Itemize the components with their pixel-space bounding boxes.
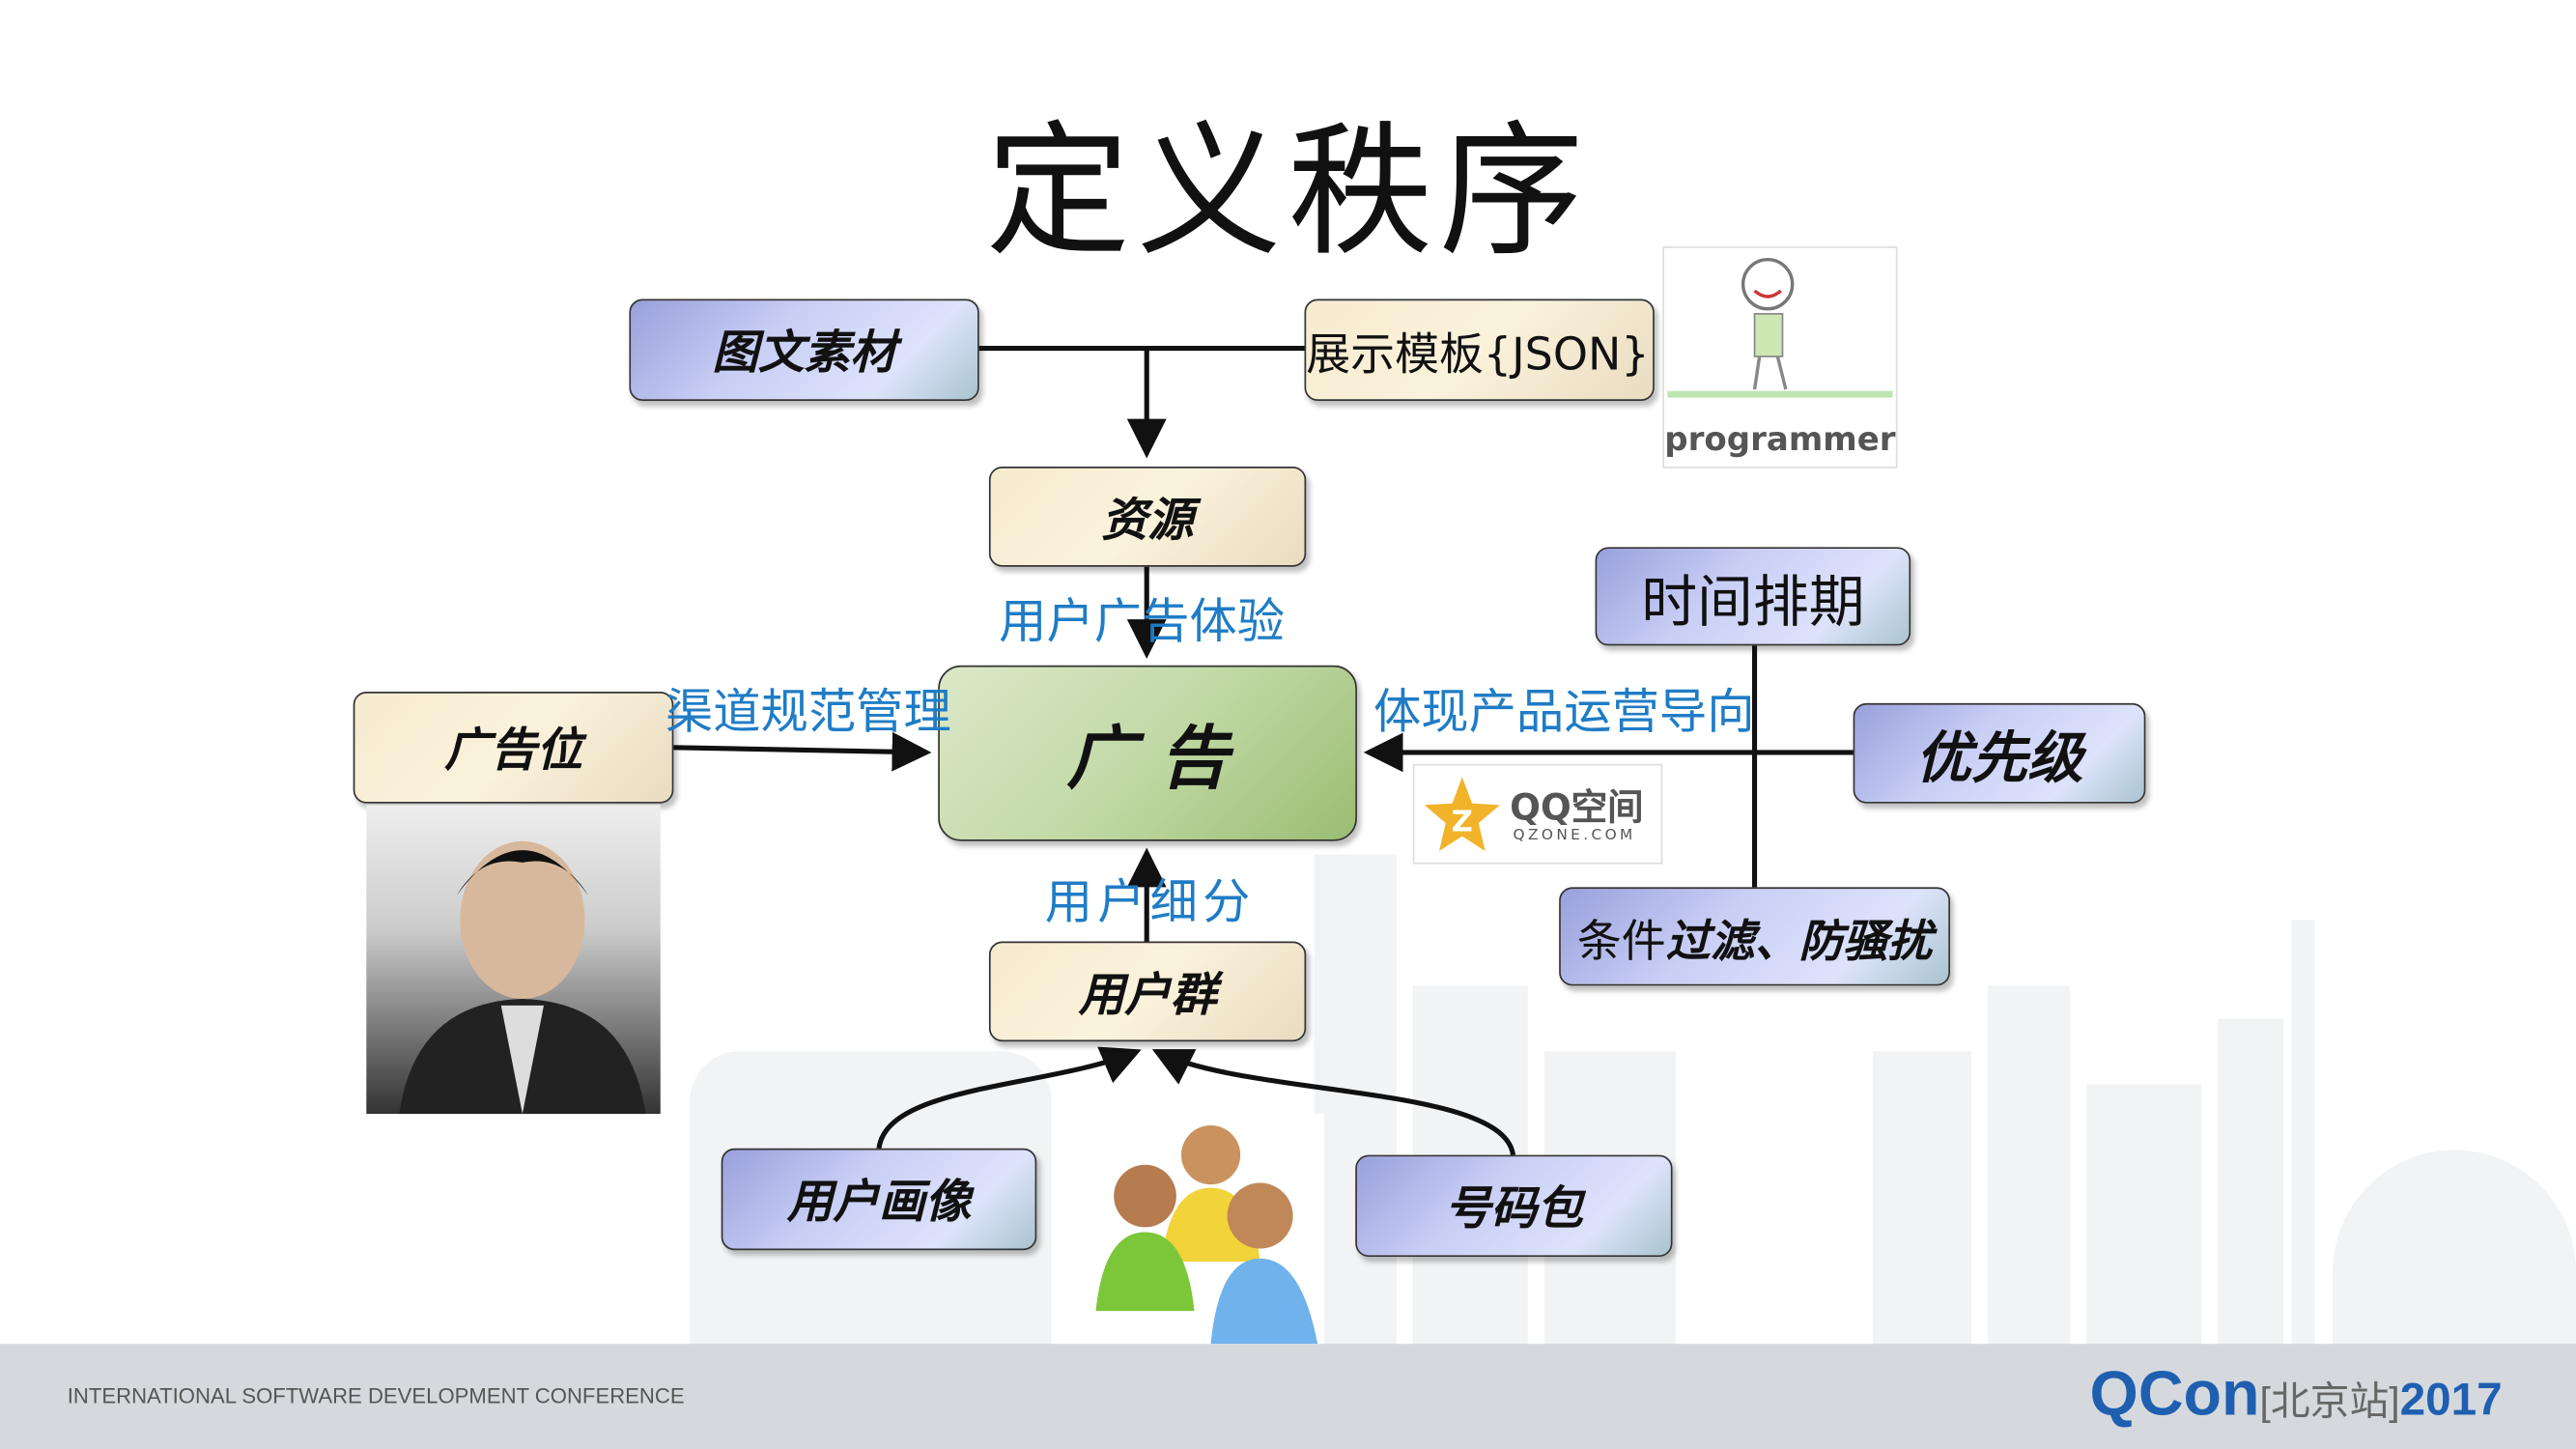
label-user-ad-experience: 用户广告体验	[999, 592, 1286, 649]
filter-prefix: 条件	[1576, 916, 1666, 967]
node-user-group: 用户群	[988, 941, 1307, 1042]
filter-rest: 过滤、防骚扰	[1665, 916, 1933, 967]
node-ad-slot: 广告位	[353, 691, 674, 804]
slide-title: 定义秩序	[985, 106, 1591, 276]
node-graphics-material: 图文素材	[629, 298, 979, 401]
qzone-name: QQ空间	[1510, 788, 1644, 830]
qzone-domain: QZONE.COM	[1513, 828, 1636, 845]
qcon-city: [北京站]	[2259, 1379, 2400, 1425]
node-schedule: 时间排期	[1595, 547, 1911, 646]
conference-name: INTERNATIONAL SOFTWARE DEVELOPMENT CONFE…	[67, 1382, 685, 1408]
man-figure-icon	[399, 840, 646, 1115]
qzone-star-icon: Z	[1424, 777, 1500, 851]
node-filter: 条件过滤、防骚扰	[1559, 887, 1950, 986]
node-number-package: 号码包	[1355, 1154, 1673, 1258]
users-group-image	[1087, 1114, 1324, 1348]
svg-text:Z: Z	[1452, 806, 1473, 839]
programmer-image: programmer	[1662, 246, 1898, 469]
qcon-year: 2017	[2399, 1373, 2503, 1425]
footer: INTERNATIONAL SOFTWARE DEVELOPMENT CONFE…	[0, 1344, 2576, 1449]
node-user-profile: 用户画像	[721, 1148, 1037, 1251]
label-channel-management: 渠道规范管理	[665, 683, 951, 740]
arrow-slot-to-ad	[673, 731, 932, 772]
qzone-logo: Z QQ空间 QZONE.COM	[1412, 763, 1663, 865]
stressed-man-photo	[366, 805, 661, 1115]
programmer-figure-icon	[1667, 258, 1893, 398]
qcon-brand: QCon	[2089, 1360, 2260, 1430]
node-display-template: 展示模板{JSON}	[1304, 298, 1655, 401]
label-product-operation: 体现产品运营导向	[1373, 683, 1755, 740]
qcon-logo: QCon[北京站]2017	[2090, 1360, 2503, 1431]
programmer-caption: programmer	[1664, 418, 1896, 459]
label-user-segmentation: 用户细分	[1044, 873, 1256, 930]
node-priority: 优先级	[1853, 702, 2146, 804]
node-ad: 广 告	[938, 665, 1357, 841]
users-icon	[1095, 1124, 1318, 1345]
node-resource: 资源	[988, 466, 1307, 567]
arrow-package-to-usergroup	[1151, 1049, 1516, 1156]
arrow-profile-to-usergroup	[876, 1046, 1142, 1150]
